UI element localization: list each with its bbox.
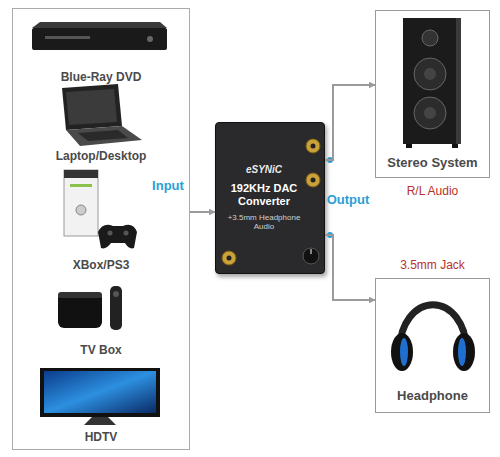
- headphones: [391, 305, 475, 371]
- box-title: Headphone: [376, 389, 489, 404]
- output-dot: [327, 232, 333, 238]
- device-label: XBox/PS3: [13, 259, 189, 273]
- device-subtitle: +3.5mm Headphone Audio: [226, 213, 302, 231]
- output-dot: [327, 157, 333, 163]
- device-label: HDTV: [13, 431, 189, 445]
- tv-box: [58, 286, 122, 330]
- device-label: Laptop/Desktop: [13, 150, 189, 164]
- dac-converter: eSYNiC 192KHz DAC Converter +3.5mm Headpho…: [215, 122, 325, 274]
- device-label: TV Box: [13, 344, 189, 358]
- port-label: 3.5mm Jack: [376, 259, 489, 273]
- device-title: 192KHz DAC Converter: [226, 182, 302, 207]
- laptop: [62, 84, 142, 146]
- volume-knob: [303, 248, 319, 264]
- rca-jacks: [222, 139, 320, 265]
- console: [64, 170, 137, 248]
- connector-arrow: [325, 85, 375, 160]
- source-panel: Blue-Ray DVD Laptop/DesktopXBox/PS3 TV Box…: [12, 8, 190, 450]
- hdtv: [40, 368, 160, 425]
- connector-arrow: [190, 211, 215, 213]
- device-label: Blue-Ray DVD: [13, 71, 189, 85]
- input-label: Input: [138, 178, 198, 193]
- speaker: [403, 18, 461, 148]
- connector-arrow: [325, 235, 375, 300]
- brand-name: eSYNiC: [246, 164, 282, 176]
- port-label: R/L Audio: [376, 185, 489, 199]
- bluray-player: [32, 22, 167, 50]
- output-box: 3.5mm JackHeadphone: [375, 278, 490, 413]
- output-box: Stereo SystemR/L Audio: [375, 10, 490, 178]
- box-title: Stereo System: [376, 156, 489, 171]
- output-label: Output: [318, 192, 378, 207]
